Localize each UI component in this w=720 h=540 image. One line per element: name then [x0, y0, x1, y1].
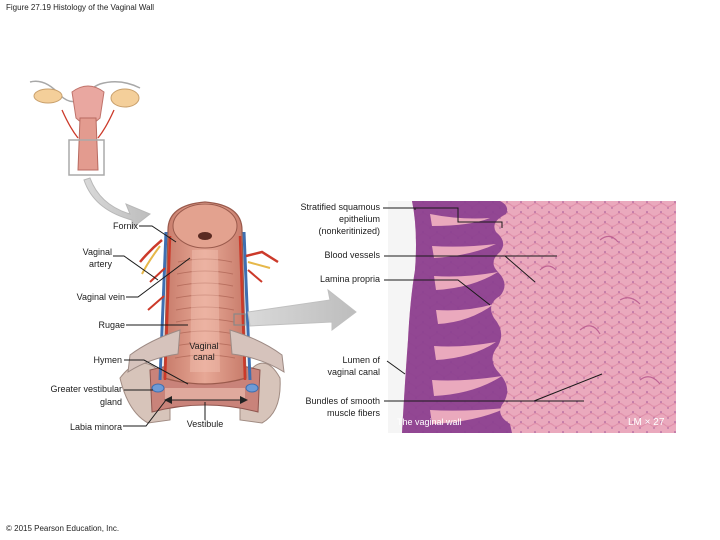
zoom-arrow-2	[247, 288, 357, 331]
magnification-label: LM × 27	[628, 417, 665, 428]
label-lamina-propria: Lamina propria	[319, 274, 380, 284]
micrograph-caption: The vaginal wall	[397, 417, 462, 427]
label-vaginal-vein: Vaginal vein	[76, 292, 125, 302]
figure-title: Figure 27.19 Histology of the Vaginal Wa…	[6, 3, 155, 12]
label-greater-vestibular-line2: gland	[99, 397, 122, 407]
label-lumen-line1: Lumen of	[342, 355, 380, 365]
leader-lines-left	[113, 225, 206, 427]
leader-lines-right	[383, 207, 603, 402]
label-hymen: Hymen	[93, 355, 122, 365]
label-vaginal-artery-line2: artery	[88, 259, 112, 269]
label-labia-minora: Labia minora	[69, 422, 122, 432]
label-vaginal-canal-line1: Vaginal	[189, 341, 219, 351]
label-blood-vessels: Blood vessels	[324, 250, 380, 260]
vagina-illustration	[127, 201, 285, 404]
copyright-notice: © 2015 Pearson Education, Inc.	[6, 524, 120, 533]
label-vaginal-canal-line2: canal	[193, 352, 215, 362]
label-lumen-line2: vaginal canal	[327, 367, 380, 377]
label-bundles-line1: Bundles of smooth	[305, 396, 380, 406]
label-stratified-line3: (nonkeritinized)	[318, 226, 380, 236]
label-greater-vestibular-line1: Greater vestibular	[50, 384, 122, 394]
micrograph-image	[388, 201, 676, 433]
label-vaginal-artery-line1: Vaginal	[82, 247, 112, 257]
label-bundles-line2: muscle fibers	[326, 408, 380, 418]
label-stratified-line1: Stratified squamous	[300, 202, 380, 212]
label-vestibule: Vestibule	[186, 419, 224, 429]
label-stratified-line2: epithelium	[338, 214, 380, 224]
reproductive-system-thumbnail	[29, 80, 141, 176]
label-rugae: Rugae	[98, 320, 125, 330]
zoom-arrow-1	[83, 177, 151, 230]
label-fornix: Fornix	[112, 221, 138, 231]
